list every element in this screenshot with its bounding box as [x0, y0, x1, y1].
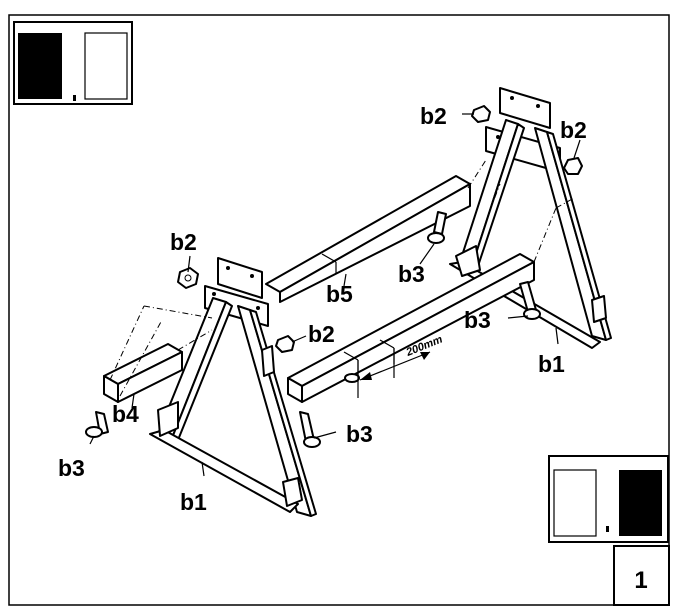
assembly-guides [109, 159, 575, 397]
bolt-b3-front-left [85, 411, 109, 438]
label-b5: b5 [326, 281, 353, 307]
front-a-frame [149, 257, 317, 517]
label-b2-front-right: b2 [308, 321, 335, 347]
label-b3-front-right: b3 [346, 421, 373, 447]
nut-b2-front-right [275, 335, 295, 353]
label-b4: b4 [112, 401, 139, 427]
label-b1-front: b1 [180, 489, 207, 515]
label-b3-back: b3 [464, 307, 491, 333]
label-b3-front-left: b3 [58, 455, 85, 481]
label-b2-front-top: b2 [170, 229, 197, 255]
label-b2-back-left: b2 [420, 103, 447, 129]
orientation-icon-right-black [548, 455, 669, 543]
nut-b2-front-top [177, 267, 199, 289]
beam-b5 [265, 175, 471, 303]
label-b2-back-right: b2 [560, 117, 587, 143]
bolt-b3-under-beam [344, 373, 360, 383]
block-b4 [103, 343, 183, 403]
page-number: 1 [634, 567, 647, 594]
nut-b2-back-left [471, 105, 491, 123]
bolt-b3-front-right [299, 411, 321, 448]
orientation-icon-left-black [13, 21, 133, 105]
leader-lines [89, 113, 581, 477]
bolt-b3-middle [427, 211, 447, 244]
label-b1-back: b1 [538, 351, 565, 377]
nut-b2-back-right [563, 157, 583, 175]
page-number-box: 1 [613, 545, 670, 606]
outer-frame [8, 14, 670, 606]
label-b3-middle: b3 [398, 261, 425, 287]
